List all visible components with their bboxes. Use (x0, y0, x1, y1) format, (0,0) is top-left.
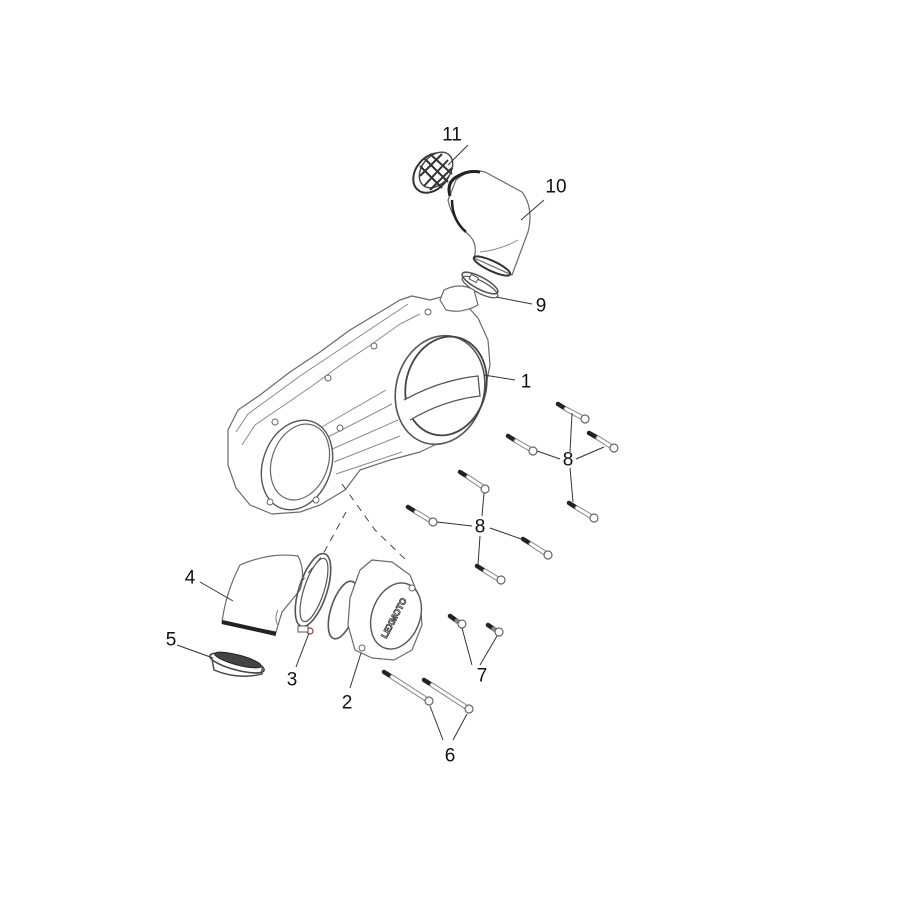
bolt-icon (474, 563, 506, 585)
main-side-cover-icon (227, 285, 491, 515)
callout-8-upper: 8 (562, 449, 574, 471)
bolt-icon (457, 469, 490, 494)
alignment-line-icon (341, 483, 409, 563)
bolt-icon (586, 430, 619, 453)
callout-7: 7 (476, 665, 488, 687)
gasket-with-clamp-icon (294, 552, 332, 635)
small-cover-icon: LEXMOTO (327, 559, 423, 661)
bolt-icon (520, 536, 553, 560)
callout-9: 9 (535, 295, 547, 317)
leader-lines (176, 144, 605, 741)
callout-8-lower: 8 (474, 516, 486, 538)
callout-11: 11 (442, 124, 462, 146)
bolt-icon (447, 613, 467, 629)
callout-6: 6 (444, 745, 456, 767)
callout-3: 3 (286, 669, 298, 691)
filter-screen-upper-icon (412, 151, 454, 194)
filter-screen-lower-icon (209, 651, 265, 677)
hose-clamp-icon (461, 271, 499, 299)
intake-duct-lower-icon (221, 554, 304, 636)
callout-2: 2 (341, 692, 353, 714)
callout-1: 1 (520, 371, 532, 393)
bolt-icon (485, 622, 504, 637)
alignment-line-icon (297, 511, 347, 587)
bolt-icon (555, 401, 590, 424)
bolt-icon (505, 433, 538, 456)
bolt-icon (405, 504, 438, 527)
bolt-icon (381, 669, 434, 706)
intake-duct-upper-icon (447, 170, 531, 277)
bolt-icon (421, 677, 474, 714)
callout-5: 5 (165, 629, 177, 651)
callout-10: 10 (545, 176, 567, 198)
callout-4: 4 (184, 567, 196, 589)
bolt-icon (566, 500, 599, 523)
